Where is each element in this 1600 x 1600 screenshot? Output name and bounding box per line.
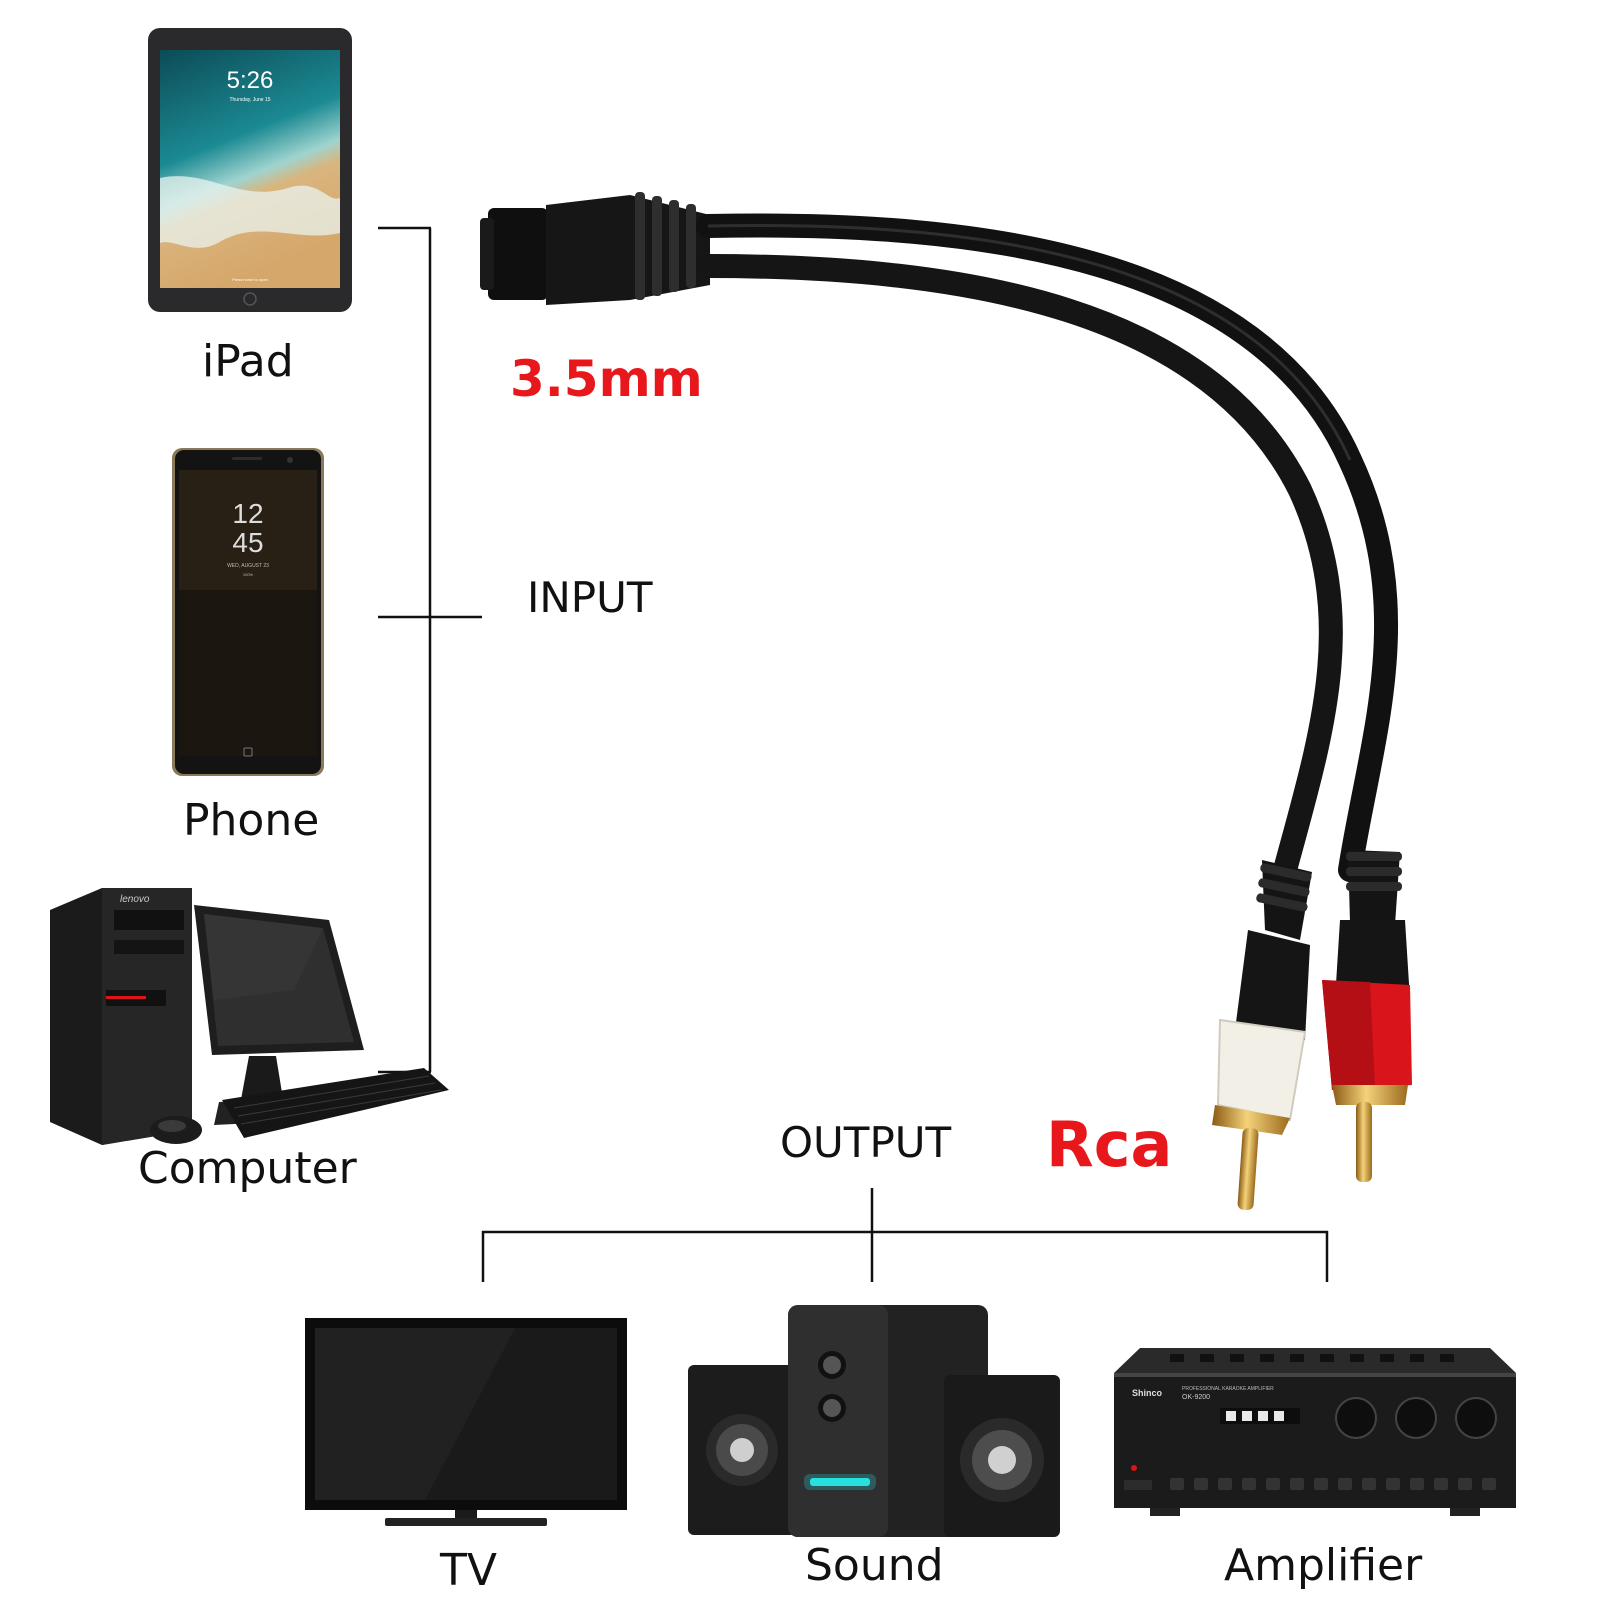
tv-label: TV [440,1545,497,1596]
ipad-image: 5:26 Thursday, June 15 Press home to ope… [148,28,352,312]
output-label: OUTPUT [780,1118,952,1167]
amplifier-brand: Shinco [1132,1388,1163,1398]
phone-screen-minute: 45 [232,527,263,558]
jack-connector [488,208,548,300]
computer-brand: lenovo [120,894,150,905]
rca-label: Rca [1046,1108,1173,1181]
sound-label: Sound [805,1540,944,1591]
jack-label: 3.5mm [510,350,703,408]
rca-plug-red [1322,850,1412,1182]
phone-screen-battery: 100% [243,572,254,577]
tv-image [305,1318,627,1526]
ipad-screen-time: 5:26 [227,67,274,94]
phone-image: 12 45 WED, AUGUST 23 100% [172,448,324,776]
amplifier-panel-title: PROFESSIONAL KARAOKE AMPLIFIER [1182,1386,1274,1392]
amplifier-label: Amplifier [1224,1540,1423,1591]
ipad-screen-date: Thursday, June 15 [229,97,270,103]
ipad-label: iPad [202,336,294,387]
rca-cable-image [480,192,1412,1211]
input-label: INPUT [527,573,653,622]
amplifier-model: OK-9200 [1182,1394,1210,1401]
sound-system-image [688,1305,1060,1537]
ipad-screen-footer: Press home to open [232,277,268,282]
amplifier-image: Shinco PROFESSIONAL KARAOKE AMPLIFIER OK… [1114,1348,1516,1516]
rca-plug-white [1212,860,1312,1211]
phone-screen-date: WED, AUGUST 23 [227,563,269,569]
phone-screen-hour: 12 [232,498,263,529]
phone-label: Phone [183,795,320,846]
computer-label: Computer [138,1143,357,1194]
computer-image: lenovo [50,888,449,1145]
